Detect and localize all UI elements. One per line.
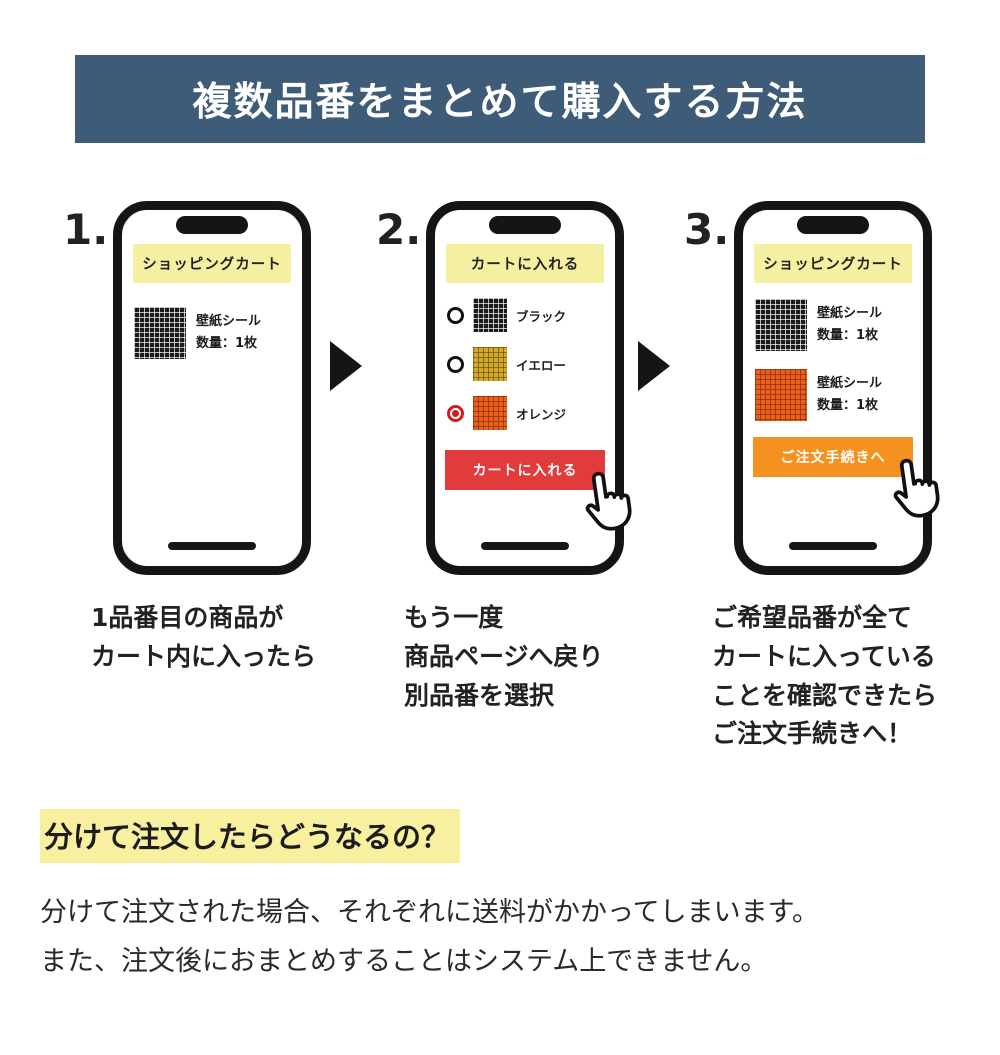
product-quantity: 数量：1枚 [817, 328, 879, 343]
phone-notch [489, 216, 561, 234]
product-quantity: 数量：1枚 [817, 398, 879, 413]
faq-section: 分けて注文したらどうなるの？ 分けて注文された場合、それぞれに送料がかかってしま… [40, 809, 1000, 986]
color-option-orange[interactable]: オレンジ [447, 396, 603, 430]
phone-frame-1: ショッピングカート 壁紙シール 数量：1枚 [112, 201, 311, 575]
checkout-button-row: ご注文手続きへ [753, 437, 940, 518]
phone-frame-2: カートに入れる ブラック イエロー オレンジ カートに入れ [426, 201, 632, 575]
radio-button-unselected[interactable] [447, 355, 464, 373]
steps-container: 1. ショッピングカート 壁紙シール 数量：1枚 1品番目の商品が カート内に入… [0, 201, 1000, 754]
step-3-caption: ご希望品番が全て カートに入っている ことを確認できたら ご注文手続きへ！ [712, 603, 938, 749]
cart-item-text: 壁紙シール 数量：1枚 [817, 303, 882, 347]
option-label: オレンジ [516, 406, 567, 422]
cart-item-text: 壁紙シール 数量：1枚 [196, 311, 261, 355]
cart-banner: ショッピングカート [754, 244, 912, 283]
wallpaper-swatch-black-icon [133, 307, 186, 359]
step-1-number: 1. [62, 205, 109, 254]
hand-cursor-icon [585, 471, 632, 531]
step-2-number: 2. [376, 205, 422, 254]
step-2: 2. カートに入れる ブラック イエロー オレンジ [376, 201, 632, 715]
phone-notch [175, 216, 248, 234]
product-name: 壁紙シール [195, 313, 261, 329]
cart-item-row: 壁紙シール 数量：1枚 [133, 307, 290, 359]
hand-cursor-icon [893, 458, 940, 518]
product-name: 壁紙シール [817, 305, 883, 321]
product-quantity: 数量：1枚 [195, 336, 258, 351]
phone-home-indicator [789, 542, 877, 550]
step-3-number: 3. [684, 205, 730, 254]
add-to-cart-banner: カートに入れる [446, 244, 604, 283]
wallpaper-swatch-black-icon [473, 298, 507, 332]
arrow-right-icon [638, 341, 670, 391]
faq-body-line: 分けて注文された場合、それぞれに送料がかかってしまいます。 [40, 897, 819, 928]
product-name: 壁紙シール [817, 375, 883, 391]
wallpaper-swatch-orange-icon [473, 396, 507, 430]
wallpaper-swatch-black-icon [755, 299, 807, 351]
faq-heading: 分けて注文したらどうなるの？ [40, 809, 461, 863]
step-3: 3. ショッピングカート 壁紙シール 数量：1枚 壁紙シール 数量：1枚 [684, 201, 940, 754]
color-option-yellow[interactable]: イエロー [447, 347, 603, 381]
phone-home-indicator [481, 542, 569, 550]
page-title: 複数品番をまとめて購入する方法 [192, 80, 808, 125]
cart-item-text: 壁紙シール 数量：1枚 [817, 373, 882, 417]
phone-frame-3: ショッピングカート 壁紙シール 数量：1枚 壁紙シール 数量：1枚 [734, 201, 940, 575]
wallpaper-swatch-orange-icon [755, 369, 807, 421]
option-label: ブラック [516, 308, 567, 324]
faq-body-line: また、注文後におまとめすることはシステム上できません。 [40, 945, 768, 977]
add-to-cart-button[interactable]: カートに入れる [445, 450, 605, 490]
faq-body: 分けて注文された場合、それぞれに送料がかかってしまいます。 また、注文後におまと… [40, 889, 1000, 986]
color-option-black[interactable]: ブラック [447, 298, 603, 332]
radio-button-unselected[interactable] [447, 306, 464, 324]
cart-item-row: 壁紙シール 数量：1枚 [755, 369, 911, 421]
cart-banner: ショッピングカート [132, 244, 291, 283]
step-2-caption: もう一度 商品ページへ戻り 別品番を選択 [404, 603, 604, 710]
phone-home-indicator [167, 542, 256, 550]
cart-item-row: 壁紙シール 数量：1枚 [755, 299, 911, 351]
add-to-cart-button-row: カートに入れる [445, 450, 632, 531]
wallpaper-swatch-yellow-icon [473, 347, 507, 381]
radio-button-selected[interactable] [447, 404, 464, 422]
header-banner: 複数品番をまとめて購入する方法 [75, 55, 925, 143]
checkout-button[interactable]: ご注文手続きへ [753, 437, 913, 477]
arrow-right-icon [330, 341, 362, 391]
step-1: 1. ショッピングカート 壁紙シール 数量：1枚 1品番目の商品が カート内に入… [63, 201, 316, 677]
option-label: イエロー [516, 357, 566, 373]
step-1-caption: 1品番目の商品が カート内に入ったら [90, 603, 316, 671]
phone-notch [797, 216, 869, 234]
